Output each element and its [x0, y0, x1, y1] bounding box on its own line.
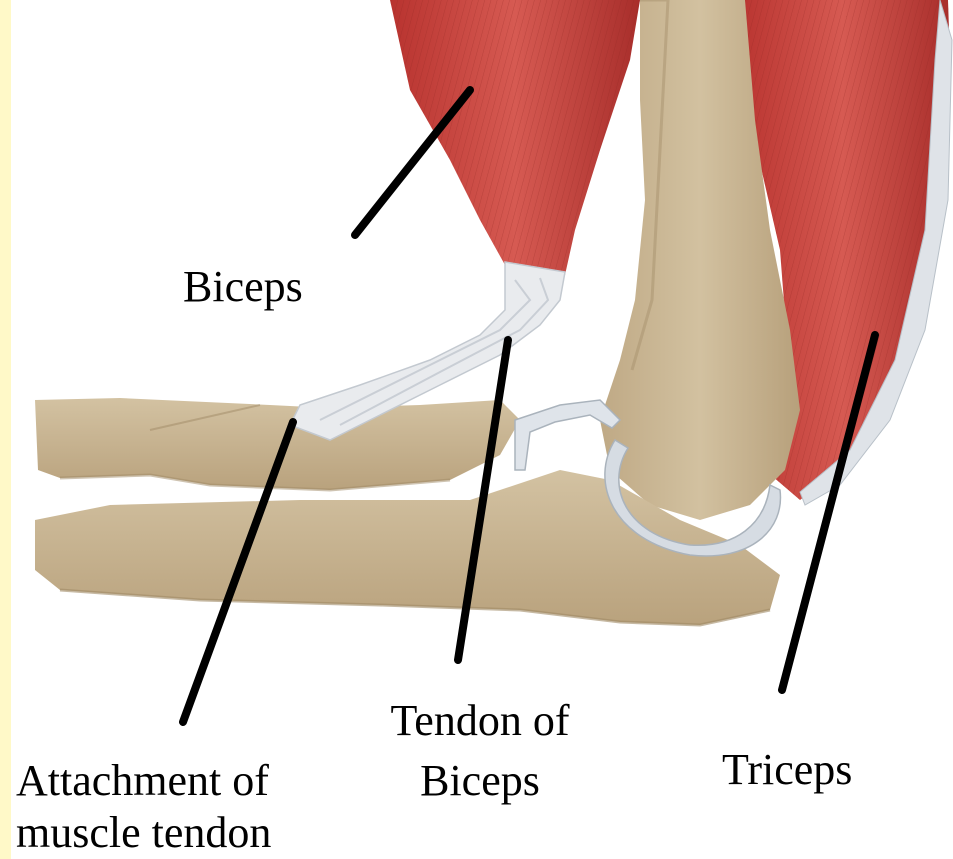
label-attachment-line1: Attachment of: [16, 756, 269, 806]
label-attachment-line2: muscle tendon: [16, 808, 271, 858]
label-tendon-of-biceps-line1: Tendon of: [375, 696, 585, 746]
radius-bone: [35, 398, 520, 490]
label-biceps: Biceps: [183, 262, 303, 312]
label-tendon-of-biceps-line2: Biceps: [375, 756, 585, 806]
label-triceps: Triceps: [722, 745, 852, 795]
